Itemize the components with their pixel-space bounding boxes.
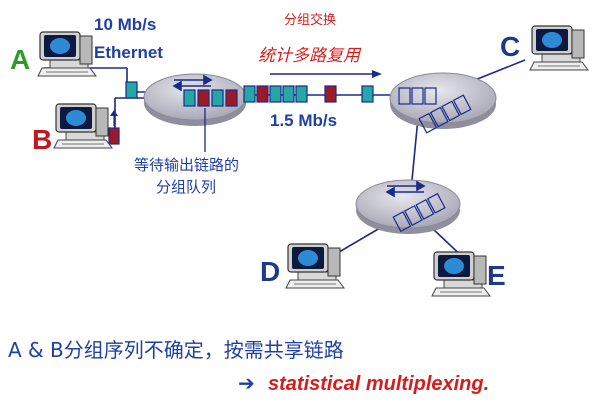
arrow-icon: ➔: [238, 371, 255, 395]
diagram-title: 分组交换: [284, 13, 337, 28]
queued-packet: [225, 89, 238, 107]
packet-host-a: [125, 81, 138, 99]
packet-b-arrow: [110, 110, 118, 126]
caption-line2: statistical multiplexing.: [268, 373, 490, 395]
output-buffer-slot: [424, 87, 437, 105]
caption-line1: A & B分组序列不确定，按需共享链路: [8, 338, 344, 362]
transmitted-packet: [256, 85, 269, 103]
transmitted-packet: [361, 85, 374, 103]
queued-packet: [211, 89, 224, 107]
host-b-computer: [53, 103, 113, 149]
ethernet-rate-label: 10 Mb/s: [94, 15, 157, 34]
output-buffer-slot: [429, 106, 449, 128]
flow-arrow: [270, 70, 382, 78]
host-c-label: C: [500, 31, 521, 62]
queued-packet: [183, 89, 196, 107]
host-b-label: B: [32, 124, 53, 155]
output-buffer-slot: [418, 112, 438, 134]
output-buffer-slot: [411, 87, 424, 105]
host-e-label: E: [487, 260, 506, 291]
output-buffer-slot: [441, 100, 461, 122]
output-buffer-slot: [415, 198, 435, 220]
ethernet-label: Ethernet: [94, 43, 163, 62]
router-switch-icon: [172, 74, 213, 92]
host-a-label: A: [10, 44, 31, 75]
backbone-rate-label: 1.5 Mb/s: [270, 111, 338, 130]
stat-mux-cn-label: 统计多路复用: [258, 46, 360, 66]
transmitted-packet: [282, 85, 295, 103]
output-buffer-slot: [452, 94, 472, 116]
packet-host-b: [108, 127, 120, 145]
router-bottom: [355, 179, 461, 234]
transmitted-packet: [295, 85, 308, 103]
host-d-label: D: [260, 256, 281, 287]
queued-packet: [197, 89, 210, 107]
output-buffer-slot: [398, 87, 411, 105]
router-switch-icon: [385, 180, 426, 198]
host-d-computer: [285, 243, 345, 289]
output-buffer-slot: [426, 192, 446, 214]
transmitted-packet: [243, 85, 256, 103]
queue-label-line2: 分组队列: [156, 178, 217, 196]
host-c-computer: [529, 25, 589, 71]
transmitted-packet: [269, 85, 282, 103]
router-right: [389, 72, 497, 134]
host-e-computer: [431, 251, 491, 297]
transmitted-packet: [324, 85, 337, 103]
host-a-computer: [37, 31, 97, 77]
queue-label-line1: 等待输出链路的: [134, 156, 240, 174]
router-left: [143, 73, 247, 126]
output-buffer-slot: [392, 211, 412, 233]
output-buffer-slot: [403, 205, 423, 226]
